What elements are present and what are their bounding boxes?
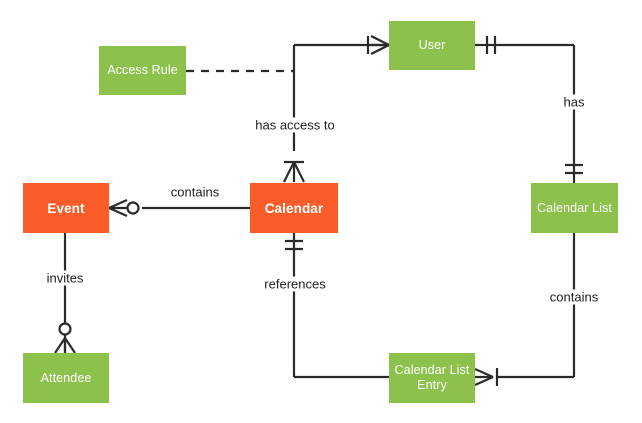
cardinality-calendar-top-crowsfoot [283, 160, 305, 183]
entity-label-calendar: Calendar [264, 200, 324, 216]
cardinality-event-right-zero-or-many [108, 198, 140, 218]
relationship-label-invites: invites [43, 270, 87, 286]
entity-access-rule[interactable]: Access Rule [99, 46, 186, 95]
relationship-label-contains-event-calendar: contains [167, 184, 223, 200]
relationship-label-has: has [560, 94, 588, 110]
entity-attendee[interactable]: Attendee [23, 353, 109, 403]
relationship-label-has-access-to: has access to [252, 117, 338, 133]
cardinality-cle-right [474, 367, 499, 387]
relationship-label-references: references [261, 276, 329, 292]
cardinality-user-left [366, 35, 390, 55]
entity-label-user: User [418, 38, 446, 52]
relationship-label-contains-list-entry: contains [546, 289, 602, 305]
entity-label-calendar-list: Calendar List [537, 200, 612, 215]
entity-user[interactable]: User [389, 21, 475, 70]
entity-label-attendee: Attendee [40, 370, 92, 385]
entity-label-event: Event [47, 200, 85, 216]
entity-calendar[interactable]: Calendar [250, 183, 338, 233]
entity-calendar-list[interactable]: Calendar List [531, 183, 618, 233]
cardinality-calendar-bottom [285, 239, 303, 251]
entity-label-access-rule: Access Rule [107, 63, 178, 77]
cardinality-calendarlist-top [565, 163, 583, 175]
cardinality-user-right [485, 36, 497, 54]
entity-label-calendar-list-entry: Calendar List Entry [394, 363, 470, 392]
entity-event[interactable]: Event [23, 183, 109, 233]
entity-calendar-list-entry[interactable]: Calendar List Entry [389, 353, 475, 403]
cardinality-attendee-top-zero-or-many [54, 322, 76, 354]
